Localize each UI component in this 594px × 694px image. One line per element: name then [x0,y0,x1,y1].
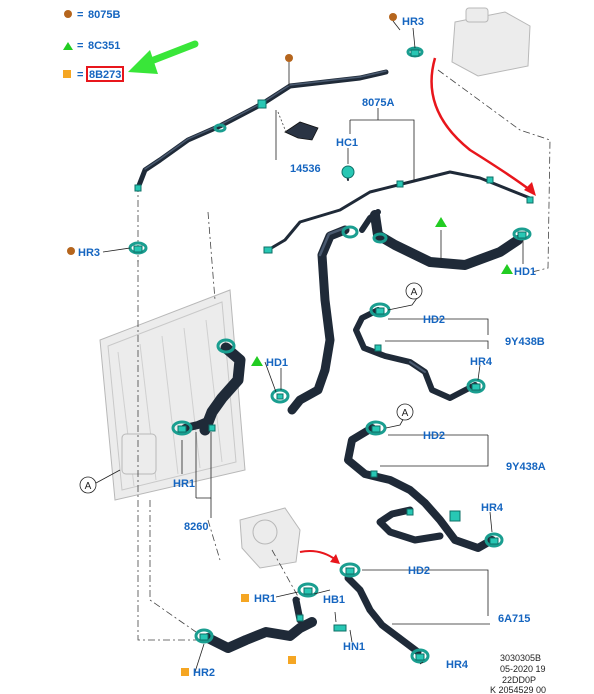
marker-green-triangle-icon [435,217,447,227]
expansion-tank-ghost [451,7,531,77]
clip-hn1 [333,624,347,632]
label-hn1[interactable]: HN1 [343,641,365,653]
legend-code-8b273[interactable]: 8B273 [89,69,121,81]
clip-upper-2 [213,123,227,133]
clip-8075a-2 [486,176,494,184]
legend-highlight-box [86,66,124,82]
label-hr3-left[interactable]: HR3 [78,247,100,259]
label-hb1[interactable]: HB1 [323,594,345,606]
legend-brown-circle-icon [64,10,72,18]
clip-hc1 [341,165,355,179]
clip-hr4-b [484,532,504,548]
marker-orange-square-icon [288,656,296,664]
clip-upper-1 [257,99,267,109]
label-hd2-b[interactable]: HD2 [423,430,445,442]
label-hr1-bottom[interactable]: HR1 [254,593,276,605]
clip-378 [372,232,388,244]
marker-green-triangle-icon [501,264,513,274]
part-labels: HR3 8075A HC1 14536 HR3 HD1 HD1 HD2 9Y43… [78,16,546,679]
label-hr4-b[interactable]: HR4 [481,502,504,514]
clip-9y438a [370,470,378,478]
water-pump-ghost [239,507,301,569]
marker-brown-circle-icon [285,54,293,62]
clip-530 [526,196,534,204]
marker-green-triangle-icon [251,356,263,366]
clip-hr2 [194,628,214,644]
label-hd1-right[interactable]: HD1 [514,266,536,278]
clip-upper-3 [134,184,142,192]
clip-hr1-left [171,420,193,436]
label-hd2-c[interactable]: HD2 [408,565,430,577]
callout-a-top: A [405,282,423,300]
legend-code-8075b[interactable]: 8075B [88,9,120,21]
label-hr1-left[interactable]: HR1 [173,478,195,490]
hoses [135,69,532,656]
clip-hr4-a [466,378,486,394]
label-9y438b[interactable]: 9Y438B [505,336,545,348]
red-arrow-pump-icon [299,550,340,564]
drawing-footer: 3030305B 05-2020 19 22DD0P K 2054529 00 [490,653,546,694]
callout-a-top-text: A [411,287,418,298]
footer-line-3: 22DD0P [502,675,536,685]
legend: = 8075B = 8C351 = 8B273 [63,9,199,82]
legend-eq-3: = [77,69,83,81]
marker-brown-circle-icon [389,13,397,21]
clip-9y438b [374,344,382,352]
callout-a-left-text: A [85,481,92,492]
clip-268 [263,246,273,254]
clip-210 [208,424,216,432]
label-hr3-top[interactable]: HR3 [402,16,424,28]
label-hr2[interactable]: HR2 [193,667,215,679]
green-arrow-icon [128,40,199,74]
clip-hr4-c [410,648,430,664]
label-8075a[interactable]: 8075A [362,97,394,109]
clip-410 [406,508,414,516]
label-hd1-mid[interactable]: HD1 [266,357,288,369]
clip-hd2-b [365,420,387,436]
clip-hd2-c [339,562,361,578]
callout-a-mid-text: A [402,408,409,419]
bracket-14536 [277,111,319,141]
clip-8075a [396,180,404,188]
label-hc1[interactable]: HC1 [336,137,358,149]
legend-orange-square-icon [63,70,71,78]
marker-orange-square-icon [181,668,189,676]
label-hr4-a[interactable]: HR4 [470,356,493,368]
footer-line-1: 3030305B [500,653,541,663]
callout-a-mid: A [396,403,414,421]
label-8260[interactable]: 8260 [184,521,208,533]
clip-hr1-bottom [297,582,319,598]
clip-hr3-left [128,241,148,255]
callout-a-left: A [79,476,97,494]
legend-green-triangle-icon [63,42,73,50]
radiator-ghost [99,289,246,501]
label-hr4-c[interactable]: HR4 [446,659,469,671]
legend-code-8c351[interactable]: 8C351 [88,40,120,52]
marker-orange-square-icon [241,594,249,602]
clip-hd1-mid [270,388,290,404]
label-9y438a[interactable]: 9Y438A [506,461,546,473]
footer-line-2: 05-2020 19 [500,664,546,674]
clips [128,46,534,664]
label-hd2-a[interactable]: HD2 [423,314,445,326]
label-6a715[interactable]: 6A715 [498,613,530,625]
legend-eq-2: = [77,40,83,52]
marker-brown-circle-icon [67,247,75,255]
clip-hb1 [296,614,304,622]
label-14536[interactable]: 14536 [290,163,321,175]
clip-hd1-right [512,227,532,241]
clip-450 [449,510,461,522]
clip-345 [341,225,359,239]
clip-226 [216,338,236,354]
clip-hr3-top [406,46,424,58]
footer-line-4: K 2054529 00 [490,685,546,694]
red-arrow-tank-icon [430,57,536,196]
legend-eq-1: = [77,9,83,21]
